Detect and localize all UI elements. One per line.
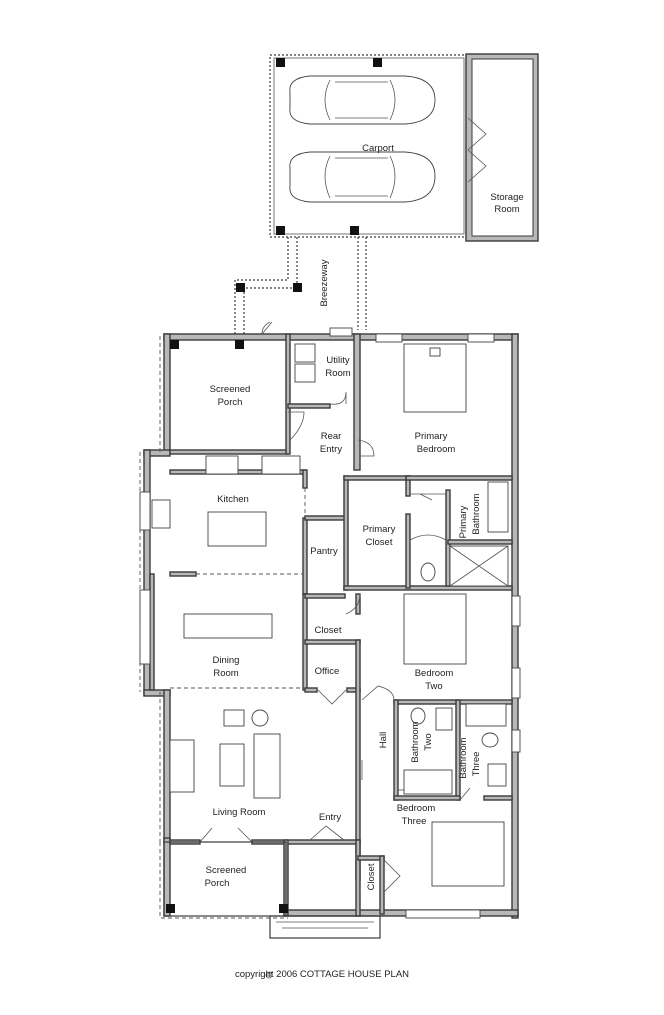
primary-bedroom-label-2: Bedroom [417, 444, 456, 455]
dining-label-1: Dining [213, 655, 240, 666]
bathroom-two-label-1: Bathroom [410, 721, 421, 762]
storage-room: Storage Room [465, 53, 539, 242]
bathroom-three-label-1: Bathroom [458, 737, 469, 778]
side-table [251, 709, 269, 727]
porch-rear-label-1: Screened [210, 384, 251, 395]
office-label: Office [315, 666, 340, 677]
sofa [253, 733, 281, 799]
bedroom-three-label-2: Three [402, 816, 427, 827]
toilet-primary [420, 562, 436, 582]
front-porch [159, 841, 381, 939]
breezeway: Breezeway [234, 237, 367, 340]
porch-front-label-1: Screened [206, 865, 247, 876]
copyright-text: copyright 2006 COTTAGE HOUSE PLAN [235, 969, 409, 980]
closet-bedroom-three-label: Closet [366, 863, 377, 890]
vanity [487, 481, 509, 533]
copyright-symbol: © [267, 972, 271, 979]
primary-closet-label-2: Closet [366, 537, 393, 548]
primary-bathroom-label-1: Primary [458, 505, 469, 538]
toilet-three [481, 732, 499, 748]
copyright-notice: © copyright 2006 COTTAGE HOUSE PLAN [235, 969, 409, 980]
washer-fixture [294, 343, 316, 363]
room-labels: Screened Porch Utility Room Rear Entry P… [205, 355, 482, 890]
utility-label-2: Room [325, 368, 350, 379]
car-top [289, 75, 436, 125]
storage-label-2: Room [494, 204, 519, 215]
carport-label: Carport [362, 143, 394, 154]
dryer-fixture [294, 363, 316, 383]
breezeway-label: Breezeway [319, 259, 330, 306]
kitchen-label: Kitchen [217, 494, 249, 505]
toilet-two [410, 707, 426, 725]
primary-bedroom-label-1: Primary [415, 431, 448, 442]
porch-rear-label-2: Porch [218, 397, 243, 408]
primary-bathroom-label-2: Bathroom [471, 493, 482, 534]
closet-mid-label: Closet [315, 625, 342, 636]
kitchen-sink [151, 499, 171, 529]
bedroom-two-bed [403, 593, 467, 665]
bedroom-three-label-1: Bedroom [397, 803, 436, 814]
rear-entry-label-2: Entry [320, 444, 342, 455]
kitchen-island [207, 511, 267, 547]
entry-label: Entry [319, 812, 341, 823]
range-fixture [205, 455, 239, 475]
carport-area: Carport [269, 54, 467, 238]
armchair [223, 709, 245, 727]
utility-label-1: Utility [326, 355, 349, 366]
windows [139, 327, 521, 919]
hall-label: Hall [378, 732, 389, 748]
bedroom-three-bed [431, 821, 505, 887]
dining-table [183, 613, 273, 639]
primary-closet-label-1: Primary [363, 524, 396, 535]
living-label: Living Room [213, 807, 266, 818]
pantry-label: Pantry [310, 546, 338, 557]
bathtub-three [465, 703, 507, 727]
bedroom-two-label-1: Bedroom [415, 668, 454, 679]
bathtub-two [403, 769, 453, 795]
dining-label-2: Room [213, 668, 238, 679]
rear-entry-label-1: Rear [321, 431, 342, 442]
car-bottom [289, 151, 436, 203]
bathroom-two-label-2: Two [423, 733, 434, 750]
interior-walls [149, 333, 513, 917]
coffee-table [219, 743, 245, 787]
bedroom-two-label-2: Two [425, 681, 442, 692]
fixtures [151, 343, 509, 887]
porch-front-label-2: Porch [205, 878, 230, 889]
fireplace [169, 739, 195, 793]
storage-label-1: Storage [490, 192, 523, 203]
bathroom-three-label-2: Three [471, 752, 482, 777]
